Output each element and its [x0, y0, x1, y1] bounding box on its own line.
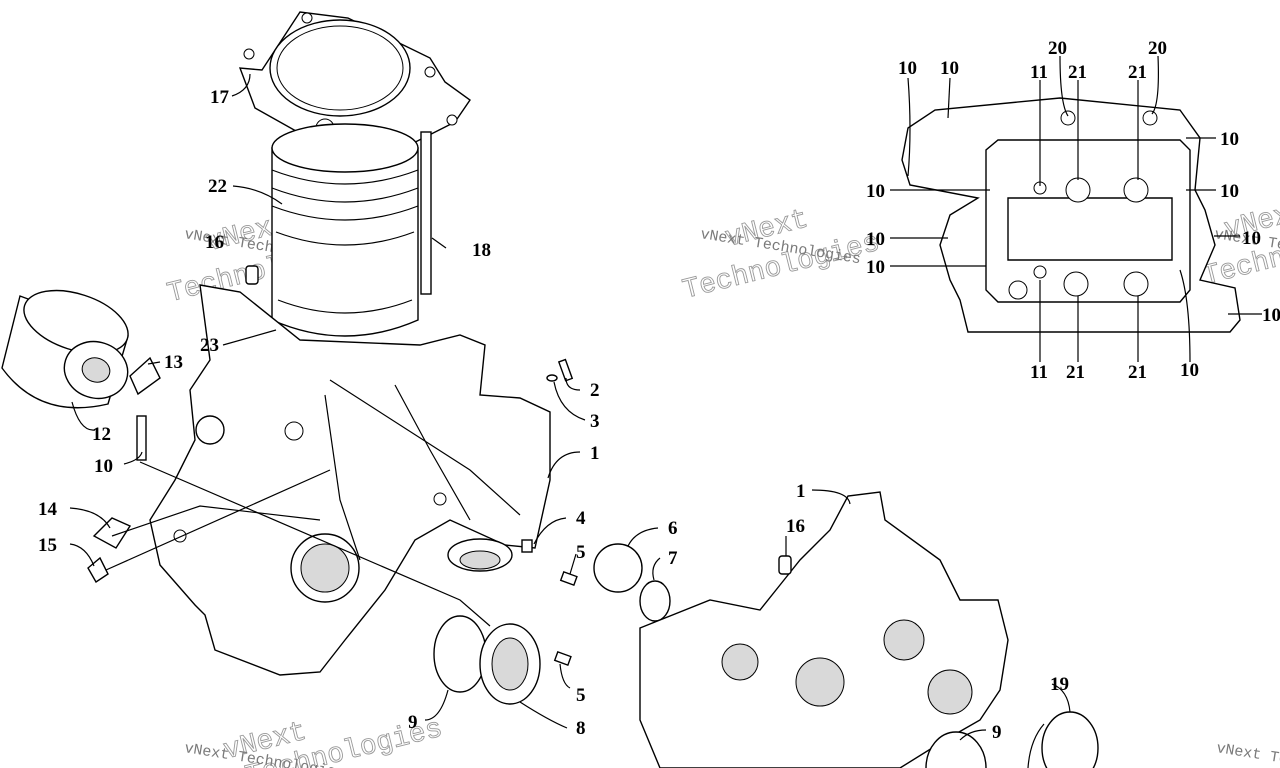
callout-4: 4 [576, 508, 586, 529]
stud-part [420, 131, 432, 295]
callout-labels: 17 22 16 18 23 13 12 10 2 3 1 14 15 4 5 … [38, 38, 1280, 743]
crankcase-right-assembly [639, 491, 1099, 768]
callout-10-detail-5: 10 [1220, 181, 1239, 202]
callout-20-detail-1: 20 [1048, 38, 1067, 59]
callout-16-left: 16 [205, 232, 224, 253]
o-ring-small-part [639, 580, 671, 622]
callout-21-detail-3: 21 [1066, 362, 1085, 383]
callout-22: 22 [208, 176, 227, 197]
long-bolt-part [136, 415, 147, 461]
callout-2: 2 [590, 380, 600, 401]
callout-10-detail-2: 10 [940, 58, 959, 79]
crankcase-left-part [149, 284, 551, 676]
callout-1-right: 1 [796, 481, 806, 502]
washer-part [546, 374, 558, 382]
dowel-pin-right-part [778, 555, 792, 575]
callout-21-detail-4: 21 [1128, 362, 1147, 383]
callout-10-detail-10: 10 [1180, 360, 1199, 381]
callout-18: 18 [472, 240, 491, 261]
callout-9-right: 9 [992, 722, 1002, 743]
callout-15: 15 [38, 535, 57, 556]
callout-10-detail-1: 10 [898, 58, 917, 79]
callout-10-detail-8: 10 [866, 257, 885, 278]
callout-3: 3 [590, 411, 600, 432]
callout-16-right: 16 [786, 516, 805, 537]
leader-lines [69, 55, 1262, 768]
dowel-pin-part [245, 265, 259, 285]
callout-7: 7 [668, 548, 678, 569]
callout-11-detail-1: 11 [1030, 62, 1048, 83]
sensor-part [92, 517, 132, 549]
callout-17: 17 [210, 87, 230, 108]
callout-20-detail-2: 20 [1148, 38, 1167, 59]
callout-21-detail-2: 21 [1128, 62, 1147, 83]
callout-11-detail-2: 11 [1030, 362, 1048, 383]
top-right-detail [901, 97, 1241, 333]
o-ring-right-part [925, 731, 987, 768]
callout-14: 14 [38, 499, 58, 520]
callout-9-left: 9 [408, 712, 418, 733]
callout-10-detail-6: 10 [866, 229, 885, 250]
seal-part [1041, 711, 1099, 768]
callout-10-detail-4: 10 [866, 181, 885, 202]
drain-plug-part [521, 539, 533, 553]
callout-10-detail-7: 10 [1242, 228, 1261, 249]
callout-19: 19 [1050, 674, 1069, 695]
screw-part [557, 358, 574, 382]
cylinder-sleeve-part [271, 123, 419, 337]
callout-5-upper: 5 [576, 542, 586, 563]
callout-10-left: 10 [94, 456, 113, 477]
callout-1-left: 1 [590, 443, 600, 464]
callout-8: 8 [576, 718, 586, 739]
crankcase-right-part [639, 491, 1009, 768]
callout-6: 6 [668, 518, 678, 539]
callout-13: 13 [164, 352, 183, 373]
callout-10-detail-3: 10 [1220, 129, 1239, 150]
plug-part [87, 556, 109, 583]
left-assembly [1, 11, 671, 705]
oil-fitting-part [129, 356, 161, 396]
callout-21-detail-1: 21 [1068, 62, 1087, 83]
watermark-small-6: vNext Technologies [1215, 740, 1280, 768]
cover-bolt-b-part [553, 650, 572, 666]
callout-12: 12 [92, 424, 111, 445]
callout-10-detail-9: 10 [1262, 305, 1280, 326]
callout-5-lower: 5 [576, 685, 586, 706]
bearing-cover-part [593, 543, 643, 593]
callout-23: 23 [200, 335, 219, 356]
cover-bolt-a-part [559, 570, 578, 586]
o-ring-large-part [433, 615, 487, 693]
oil-filter-part [1, 289, 129, 409]
